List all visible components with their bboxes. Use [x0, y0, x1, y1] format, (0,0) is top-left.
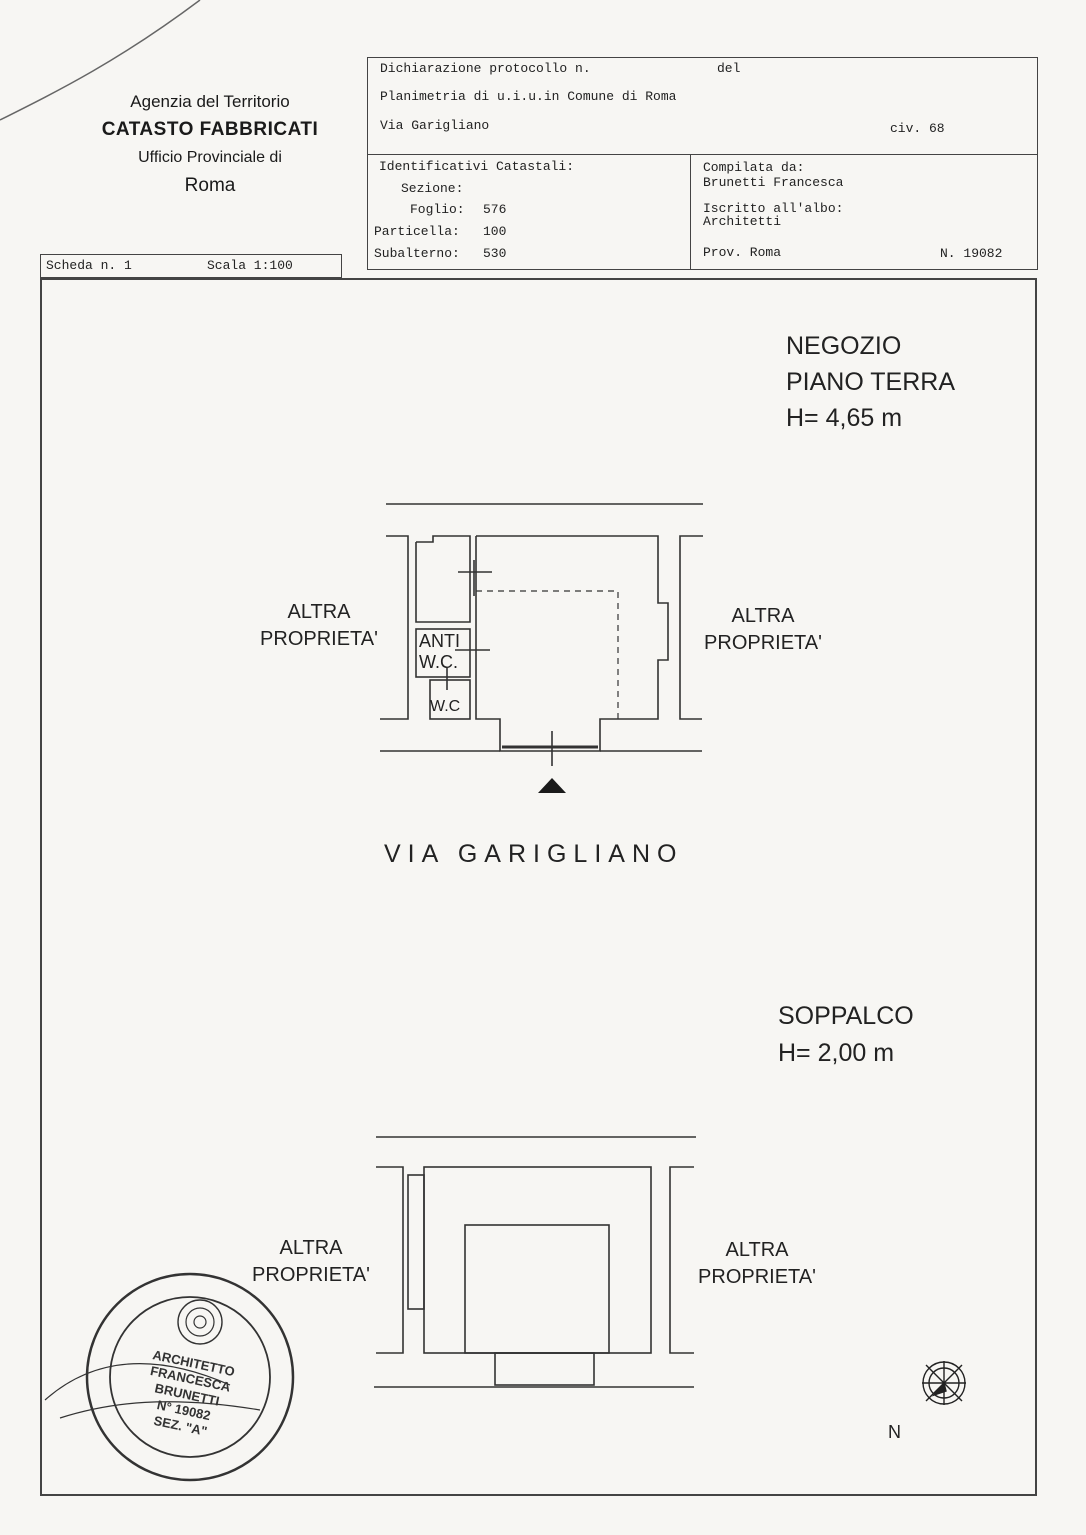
identifiers-heading: Identificativi Catastali: — [379, 159, 575, 174]
sezione-label: Sezione: — [401, 181, 464, 196]
ground-right-label-2: PROPRIETA' — [704, 632, 822, 654]
mezzanine-plan — [374, 1136, 696, 1388]
mezzanine-right-label-2: PROPRIETA' — [698, 1266, 816, 1288]
anti-wc-label: W.C. — [419, 652, 458, 672]
plan-label: Planimetria di u.i.u.in Comune di Roma — [380, 89, 677, 104]
compiler-number: N. 19082 — [940, 246, 1003, 261]
particella-value: 100 — [483, 224, 507, 239]
mezzanine-left-label-1: ALTRA — [279, 1237, 343, 1259]
mezzanine-title: SOPPALCO — [778, 1002, 914, 1030]
sheet-scale: Scala 1:100 — [207, 258, 293, 273]
mezzanine-left-label-2: PROPRIETA' — [252, 1264, 370, 1286]
drawing-frame — [40, 278, 1037, 1496]
agency-name: Agenzia del Territorio — [130, 92, 290, 111]
mezzanine-right-neighbor-label: ALTRA PROPRIETA' — [690, 1237, 824, 1291]
ground-floor-title-1: NEGOZIO — [786, 332, 902, 360]
agency-header: Agenzia del Territorio CATASTO FABBRICAT… — [60, 88, 360, 200]
foglio-label: Foglio: — [410, 202, 465, 217]
mezzanine-height: H= 2,00 m — [778, 1039, 895, 1067]
wc-room-label: W.C — [430, 698, 461, 715]
ground-floor-title-2: PIANO TERRA — [786, 368, 956, 396]
agency-department: CATASTO FABBRICATI — [101, 119, 319, 140]
sheet-box — [40, 254, 342, 278]
declaration-del: del — [717, 61, 741, 76]
ground-right-label-1: ALTRA — [731, 605, 795, 627]
street-value: Via Garigliano — [380, 118, 490, 133]
mezzanine-left-neighbor-label: ALTRA PROPRIETA' — [244, 1235, 378, 1289]
sheet-number: Scheda n. 1 — [46, 258, 132, 273]
ground-left-label-1: ALTRA — [287, 601, 351, 623]
north-label: N — [888, 1422, 901, 1442]
anti-label: ANTI — [419, 631, 461, 651]
ground-floor-height: H= 4,65 m — [786, 404, 903, 432]
architect-stamp — [44, 1272, 295, 1482]
civic-value: civ. 68 — [890, 121, 945, 136]
foglio-value: 576 — [483, 202, 507, 217]
agency-office: Ufficio Provinciale di — [138, 149, 282, 166]
subalterno-label: Subalterno: — [374, 246, 460, 261]
particella-label: Particella: — [374, 224, 460, 239]
entrance-arrow-icon — [538, 778, 566, 793]
compiler-box — [690, 154, 1038, 270]
registry-value: Architetti — [703, 214, 782, 229]
anti-wc-room-label: ANTI W.C. — [419, 631, 460, 673]
declaration-label: Dichiarazione protocollo n. — [380, 61, 591, 76]
ground-right-neighbor-label: ALTRA PROPRIETA' — [696, 603, 830, 657]
mezzanine-right-label-1: ALTRA — [725, 1239, 789, 1261]
ground-floor-plan — [380, 503, 703, 766]
ground-left-neighbor-label: ALTRA PROPRIETA' — [252, 599, 386, 653]
compass-rose-icon — [922, 1361, 966, 1405]
compiler-heading: Compilata da: — [703, 160, 805, 175]
compiler-name: Brunetti Francesca — [703, 175, 844, 190]
compiler-province: Prov. Roma — [703, 245, 782, 260]
registry-label: Iscritto all'albo: — [703, 201, 844, 216]
agency-city: Roma — [184, 175, 236, 196]
subalterno-value: 530 — [483, 246, 507, 261]
ground-left-label-2: PROPRIETA' — [260, 628, 378, 650]
street-label: VIA GARIGLIANO — [384, 840, 684, 868]
